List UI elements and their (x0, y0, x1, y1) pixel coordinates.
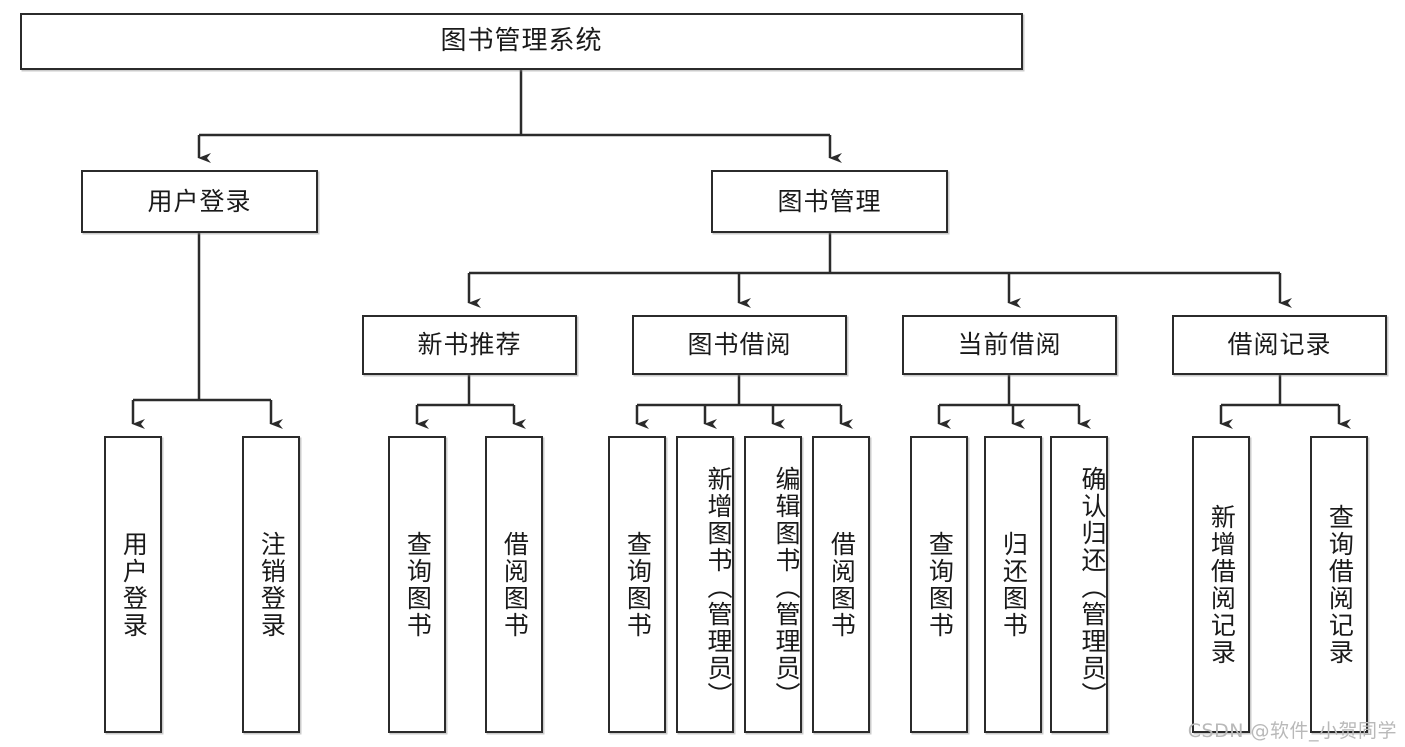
node-current-borrowing[interactable]: 当前借阅 (902, 315, 1117, 375)
node-new-book-recommendation[interactable]: 新书推荐 (362, 315, 577, 375)
leaf-user-login[interactable]: 用户登录 (104, 436, 162, 733)
leaf-query-book-borrowing[interactable]: 查询图书 (608, 436, 666, 733)
leaf-query-borrow-record[interactable]: 查询借阅记录 (1310, 436, 1368, 733)
leaf-borrow-book-recommendation[interactable]: 借阅图书 (485, 436, 543, 733)
leaf-edit-book-admin[interactable]: 编辑图书（管理员） (744, 436, 802, 733)
node-book-management[interactable]: 图书管理 (711, 170, 948, 233)
leaf-add-book-admin[interactable]: 新增图书（管理员） (676, 436, 734, 733)
leaf-query-book-recommendation[interactable]: 查询图书 (388, 436, 446, 733)
node-root-system[interactable]: 图书管理系统 (20, 13, 1023, 70)
leaf-logout[interactable]: 注销登录 (242, 436, 300, 733)
csdn-watermark: CSDN @软件_小贺同学 (1187, 720, 1397, 742)
node-borrowing-record[interactable]: 借阅记录 (1172, 315, 1387, 375)
node-user-login[interactable]: 用户登录 (81, 170, 318, 233)
leaf-query-book-current[interactable]: 查询图书 (910, 436, 968, 733)
leaf-confirm-return-admin[interactable]: 确认归还（管理员） (1050, 436, 1108, 733)
leaf-borrow-book-borrowing[interactable]: 借阅图书 (812, 436, 870, 733)
node-book-borrowing[interactable]: 图书借阅 (632, 315, 847, 375)
leaf-add-borrow-record[interactable]: 新增借阅记录 (1192, 436, 1250, 733)
leaf-return-book[interactable]: 归还图书 (984, 436, 1042, 733)
